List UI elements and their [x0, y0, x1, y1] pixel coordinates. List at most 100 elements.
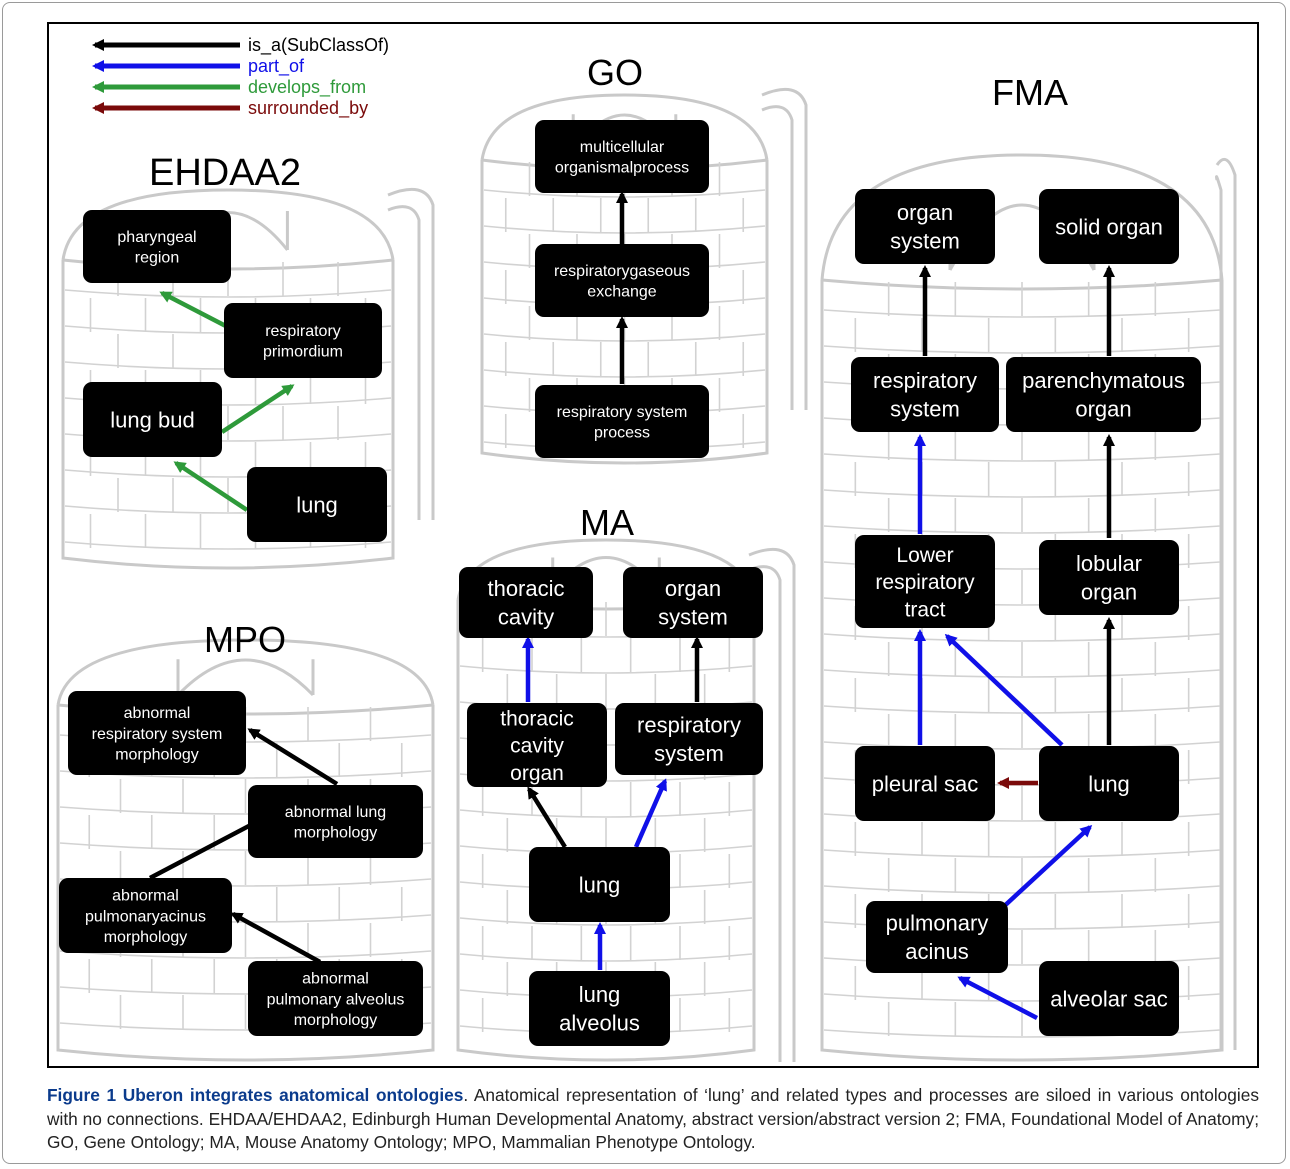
- term-box: [866, 901, 1008, 973]
- term-label: acinus: [905, 939, 969, 964]
- term-label: system: [890, 397, 960, 422]
- term-fma-pleural-sac: pleural sac: [855, 746, 995, 821]
- term-label: morphology: [294, 1012, 378, 1029]
- term-ehdaa2-lung-bud: lung bud: [83, 382, 222, 457]
- term-box: [535, 244, 709, 317]
- term-label: morphology: [104, 929, 188, 946]
- term-fma-lobular: lobular organ: [1039, 540, 1179, 615]
- term-box: [467, 703, 607, 787]
- term-fma-resp-system: respiratory system: [851, 357, 999, 432]
- term-box: [1006, 357, 1201, 432]
- legend-label: develops_from: [248, 77, 366, 98]
- term-label: respiratory: [875, 571, 975, 594]
- term-label: pleural sac: [872, 771, 978, 796]
- term-label: lobular: [1076, 551, 1142, 576]
- edge-develops_from-ehdaa2_lung_bud-to-ehdaa2_resp_primordium: [220, 384, 295, 434]
- caption-text: . Anatomical representation of ‘lung’ an…: [47, 1085, 1259, 1152]
- term-box: [248, 785, 423, 858]
- edge-is_a-mpo_abn_lung-to-mpo_abn_resp: [247, 728, 339, 786]
- relation-arrows: [148, 191, 1115, 1020]
- edge-part_of-ma_lung-to-ma_resp_system: [633, 778, 668, 848]
- term-label: multicellular: [580, 139, 665, 156]
- silo-title-fma: FMA: [992, 72, 1068, 113]
- term-label: thoracic: [487, 576, 564, 601]
- legend-label: surrounded_by: [248, 98, 368, 119]
- term-label: abnormal: [112, 887, 179, 904]
- term-label: pulmonaryacinus: [85, 908, 206, 925]
- legend-item-part_of: part_of: [92, 56, 305, 77]
- term-label: respiratory: [637, 713, 741, 738]
- legend-item-develops_from: develops_from: [92, 77, 366, 98]
- term-ma-lung: lung: [529, 847, 670, 922]
- legend: is_a(SubClassOf)part_ofdevelops_fromsurr…: [92, 35, 389, 119]
- term-label: organismalprocess: [555, 160, 689, 177]
- term-box: [1039, 189, 1179, 264]
- term-ehdaa2-lung: lung: [247, 467, 387, 542]
- term-box: [535, 385, 709, 458]
- term-label: cavity: [510, 735, 564, 758]
- term-label: pulmonary: [886, 911, 989, 936]
- term-box: [615, 703, 763, 775]
- term-label: system: [890, 229, 960, 254]
- edge-is_a-ma_lung-to-ma_thoracic_organ: [527, 786, 567, 849]
- term-label: organ: [1081, 580, 1137, 605]
- term-label: lung: [579, 872, 621, 897]
- term-label: lung: [579, 982, 621, 1007]
- edge-part_of-fma_lung-to-fma_lower_resp: [944, 633, 1064, 747]
- edge-develops_from-ehdaa2_lung-to-ehdaa2_lung_bud: [173, 461, 249, 512]
- silo-title-ma: MA: [580, 502, 634, 543]
- term-mpo-abn-resp: abnormal respiratory system morphology: [68, 691, 246, 775]
- edge-part_of-fma_alveolar_sac-to-fma_acinus: [957, 976, 1039, 1020]
- term-label: morphology: [294, 825, 378, 842]
- edge-is_a-mpo_abn_acinus-to-mpo_abn_lung: [148, 816, 267, 880]
- term-ma-thoracic-organ: thoracic cavity organ: [467, 703, 607, 787]
- term-label: cavity: [498, 605, 554, 630]
- term-label: thoracic: [500, 707, 574, 730]
- legend-label: part_of: [248, 56, 305, 77]
- term-fma-parenchymatous: parenchymatous organ: [1006, 357, 1201, 432]
- term-label: process: [594, 425, 650, 442]
- term-box: [529, 971, 670, 1046]
- term-label: organ: [510, 762, 564, 785]
- term-box: [535, 120, 709, 193]
- term-box: [1039, 746, 1179, 821]
- legend-label: is_a(SubClassOf): [248, 35, 389, 56]
- ontology-terms: pharyngealregionrespiratoryprimordiumlun…: [59, 120, 1201, 1046]
- term-box: [459, 567, 593, 638]
- term-fma-solid-organ: solid organ: [1039, 189, 1179, 264]
- term-label: abnormal: [302, 970, 369, 987]
- term-label: lung bud: [110, 407, 194, 432]
- term-label: Lower: [896, 544, 953, 567]
- term-ma-alveolus: lung alveolus: [529, 971, 670, 1046]
- term-box: [851, 357, 999, 432]
- term-label: respiratory: [265, 323, 341, 340]
- term-label: respiratory: [873, 368, 977, 393]
- term-label: respiratory system: [92, 726, 223, 743]
- term-label: abnormal: [124, 705, 191, 722]
- term-label: morphology: [115, 747, 199, 764]
- term-box: [224, 303, 382, 378]
- term-fma-lung: lung: [1039, 746, 1179, 821]
- term-label: exchange: [587, 284, 656, 301]
- term-ma-thoracic-cavity: thoracic cavity: [459, 567, 593, 638]
- term-box: [83, 210, 231, 283]
- term-label: respiratory system: [557, 404, 688, 421]
- term-label: parenchymatous: [1022, 368, 1185, 393]
- silo-title-ehdaa2: EHDAA2: [149, 152, 301, 194]
- legend-item-surrounded_by: surrounded_by: [92, 98, 368, 119]
- silo-title-go: GO: [587, 52, 643, 93]
- term-box: [1039, 540, 1179, 615]
- term-label: lung: [296, 492, 338, 517]
- term-label: organ: [1075, 397, 1131, 422]
- term-go-multicellular: multicellular organismalprocess: [535, 120, 709, 193]
- edge-is_a-mpo_abn_alveolus-to-mpo_abn_acinus: [230, 912, 322, 964]
- term-label: system: [658, 605, 728, 630]
- term-label: alveolus: [559, 1011, 640, 1036]
